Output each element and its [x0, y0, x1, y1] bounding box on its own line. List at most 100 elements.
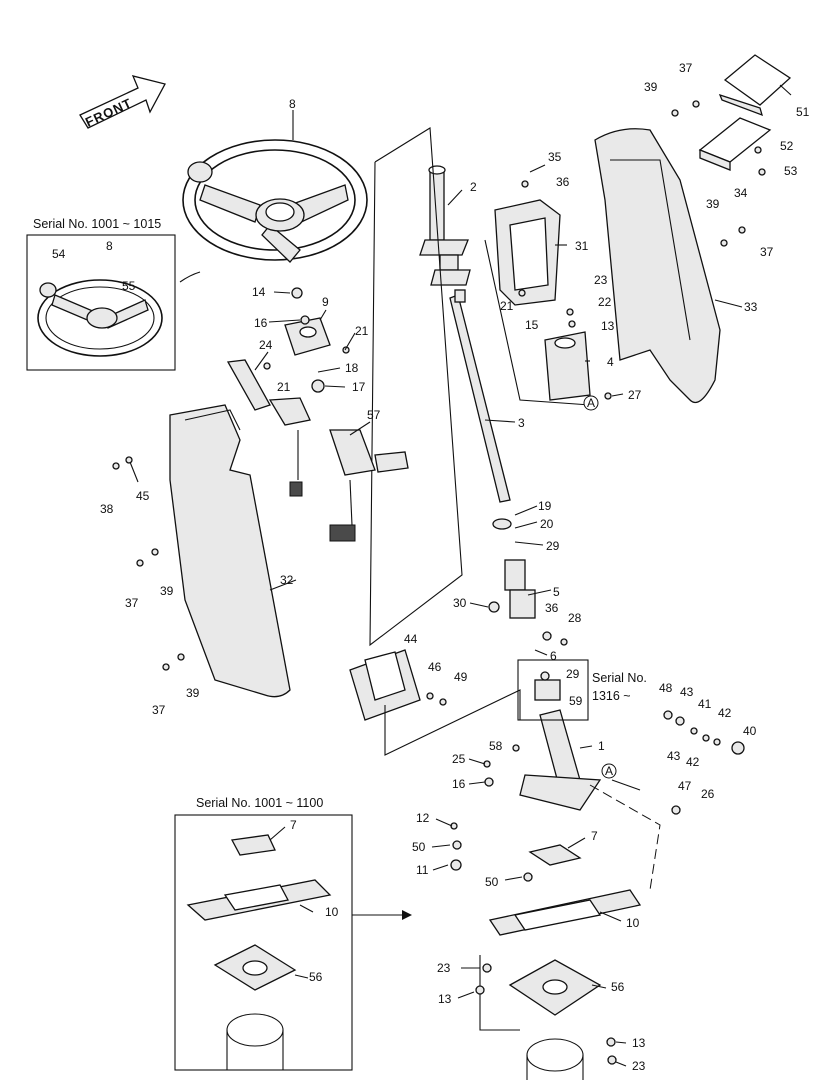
callout-5: 5 [553, 585, 560, 599]
callout-39: 39 [160, 584, 174, 598]
callout-7: 7 [591, 829, 598, 843]
callout-13b: 13 [438, 992, 452, 1006]
callout-31: 31 [575, 239, 589, 253]
callout-27: 27 [628, 388, 642, 402]
svg-text:A: A [605, 764, 613, 778]
note-serial-1001-1015: Serial No. 1001 ~ 1015 [33, 217, 161, 231]
callout-46: 46 [428, 660, 442, 674]
callout-4: 4 [607, 355, 614, 369]
callout-45: 45 [136, 489, 150, 503]
switch-24 [226, 359, 311, 497]
shaft-outline [369, 127, 463, 647]
dashed-outline [589, 784, 661, 891]
callout-21: 21 [355, 324, 369, 338]
base-right [526, 1038, 584, 1080]
callout-29: 29 [546, 539, 560, 553]
callout-39d: 39 [706, 197, 720, 211]
callout-23: 23 [594, 273, 608, 287]
callout-6: 6 [550, 649, 557, 663]
callout-9: 9 [322, 295, 329, 309]
callout-33: 33 [744, 300, 758, 314]
bracket-4 [544, 331, 591, 401]
callout-2: 2 [470, 180, 477, 194]
callout-48: 48 [659, 681, 673, 695]
callout-58: 58 [489, 739, 503, 753]
bracket-34 [698, 117, 772, 171]
callout-51: 51 [796, 105, 810, 119]
callout-21b: 21 [277, 380, 291, 394]
svg-text:A: A [587, 396, 595, 410]
callout-42: 42 [718, 706, 732, 720]
callout-22: 22 [598, 295, 612, 309]
callout-7-inset: 7 [290, 818, 297, 832]
plate-7-right [528, 844, 582, 866]
callout-40: 40 [743, 724, 757, 738]
plate-56-right [508, 959, 602, 1016]
callout-56: 56 [611, 980, 625, 994]
callout-47: 47 [678, 779, 692, 793]
leader-bottom [479, 955, 520, 1031]
switch-57 [329, 429, 409, 542]
callout-10-inset: 10 [325, 905, 339, 919]
callout-57: 57 [367, 408, 381, 422]
callout-43: 43 [680, 685, 694, 699]
plate-10-right [488, 889, 642, 936]
callout-50b: 50 [485, 875, 499, 889]
callout-21c: 21 [500, 299, 514, 313]
clamp-9 [284, 317, 331, 356]
callout-37c: 37 [679, 61, 693, 75]
callout-42b: 42 [686, 755, 700, 769]
callout-54: 54 [52, 247, 66, 261]
callout-37d: 37 [760, 245, 774, 259]
callout-43b: 43 [667, 749, 681, 763]
inset-serial-1001-1100 [174, 814, 353, 1071]
callout-37: 37 [125, 596, 139, 610]
cover-33 [594, 128, 721, 404]
note-serial-1316-line1: Serial No. [592, 671, 647, 685]
callout-55: 55 [122, 279, 136, 293]
callout-37b: 37 [152, 703, 166, 717]
callout-16b: 16 [452, 777, 466, 791]
callout-13: 13 [601, 319, 615, 333]
callout-32: 32 [280, 573, 294, 587]
front-arrow: FRONT [79, 75, 166, 130]
callout-12: 12 [416, 811, 430, 825]
callout-38: 38 [100, 502, 114, 516]
callout-30: 30 [453, 596, 467, 610]
callout-34: 34 [734, 186, 748, 200]
callout-26: 26 [701, 787, 715, 801]
callout-44: 44 [404, 632, 418, 646]
bracket-31 [494, 199, 561, 306]
front-label: FRONT [83, 95, 134, 130]
leader-lines [484, 239, 591, 406]
callout-16: 16 [254, 316, 268, 330]
callout-39b: 39 [186, 686, 200, 700]
callout-29b: 29 [566, 667, 580, 681]
callout-39c: 39 [644, 80, 658, 94]
boot-44 [349, 649, 421, 721]
callout-35: 35 [548, 150, 562, 164]
callout-11: 11 [416, 863, 429, 877]
ref-a-marker-1: A [583, 395, 599, 411]
callout-36: 36 [556, 175, 570, 189]
callout-24: 24 [259, 338, 273, 352]
callout-28: 28 [568, 611, 582, 625]
callout-56-inset: 56 [309, 970, 323, 984]
leader-lines-callouts [129, 84, 792, 1067]
callout-18: 18 [345, 361, 359, 375]
callout-52: 52 [780, 139, 794, 153]
universal-joint-5 [504, 559, 536, 619]
callout-8-inset: 8 [106, 239, 113, 253]
callout-labels: 8 8 54 55 14 9 16 21 24 18 21 17 57 38 4… [52, 61, 810, 1073]
callout-19: 19 [538, 499, 552, 513]
callout-49: 49 [454, 670, 468, 684]
fasteners [112, 100, 766, 1065]
callout-20: 20 [540, 517, 554, 531]
callout-15: 15 [525, 318, 539, 332]
callout-1: 1 [598, 739, 605, 753]
callout-23c: 23 [632, 1059, 646, 1073]
callout-50: 50 [412, 840, 426, 854]
note-serial-1316-line2: 1316 ~ [592, 689, 631, 703]
bracket-51 [718, 54, 792, 117]
callout-25: 25 [452, 752, 466, 766]
